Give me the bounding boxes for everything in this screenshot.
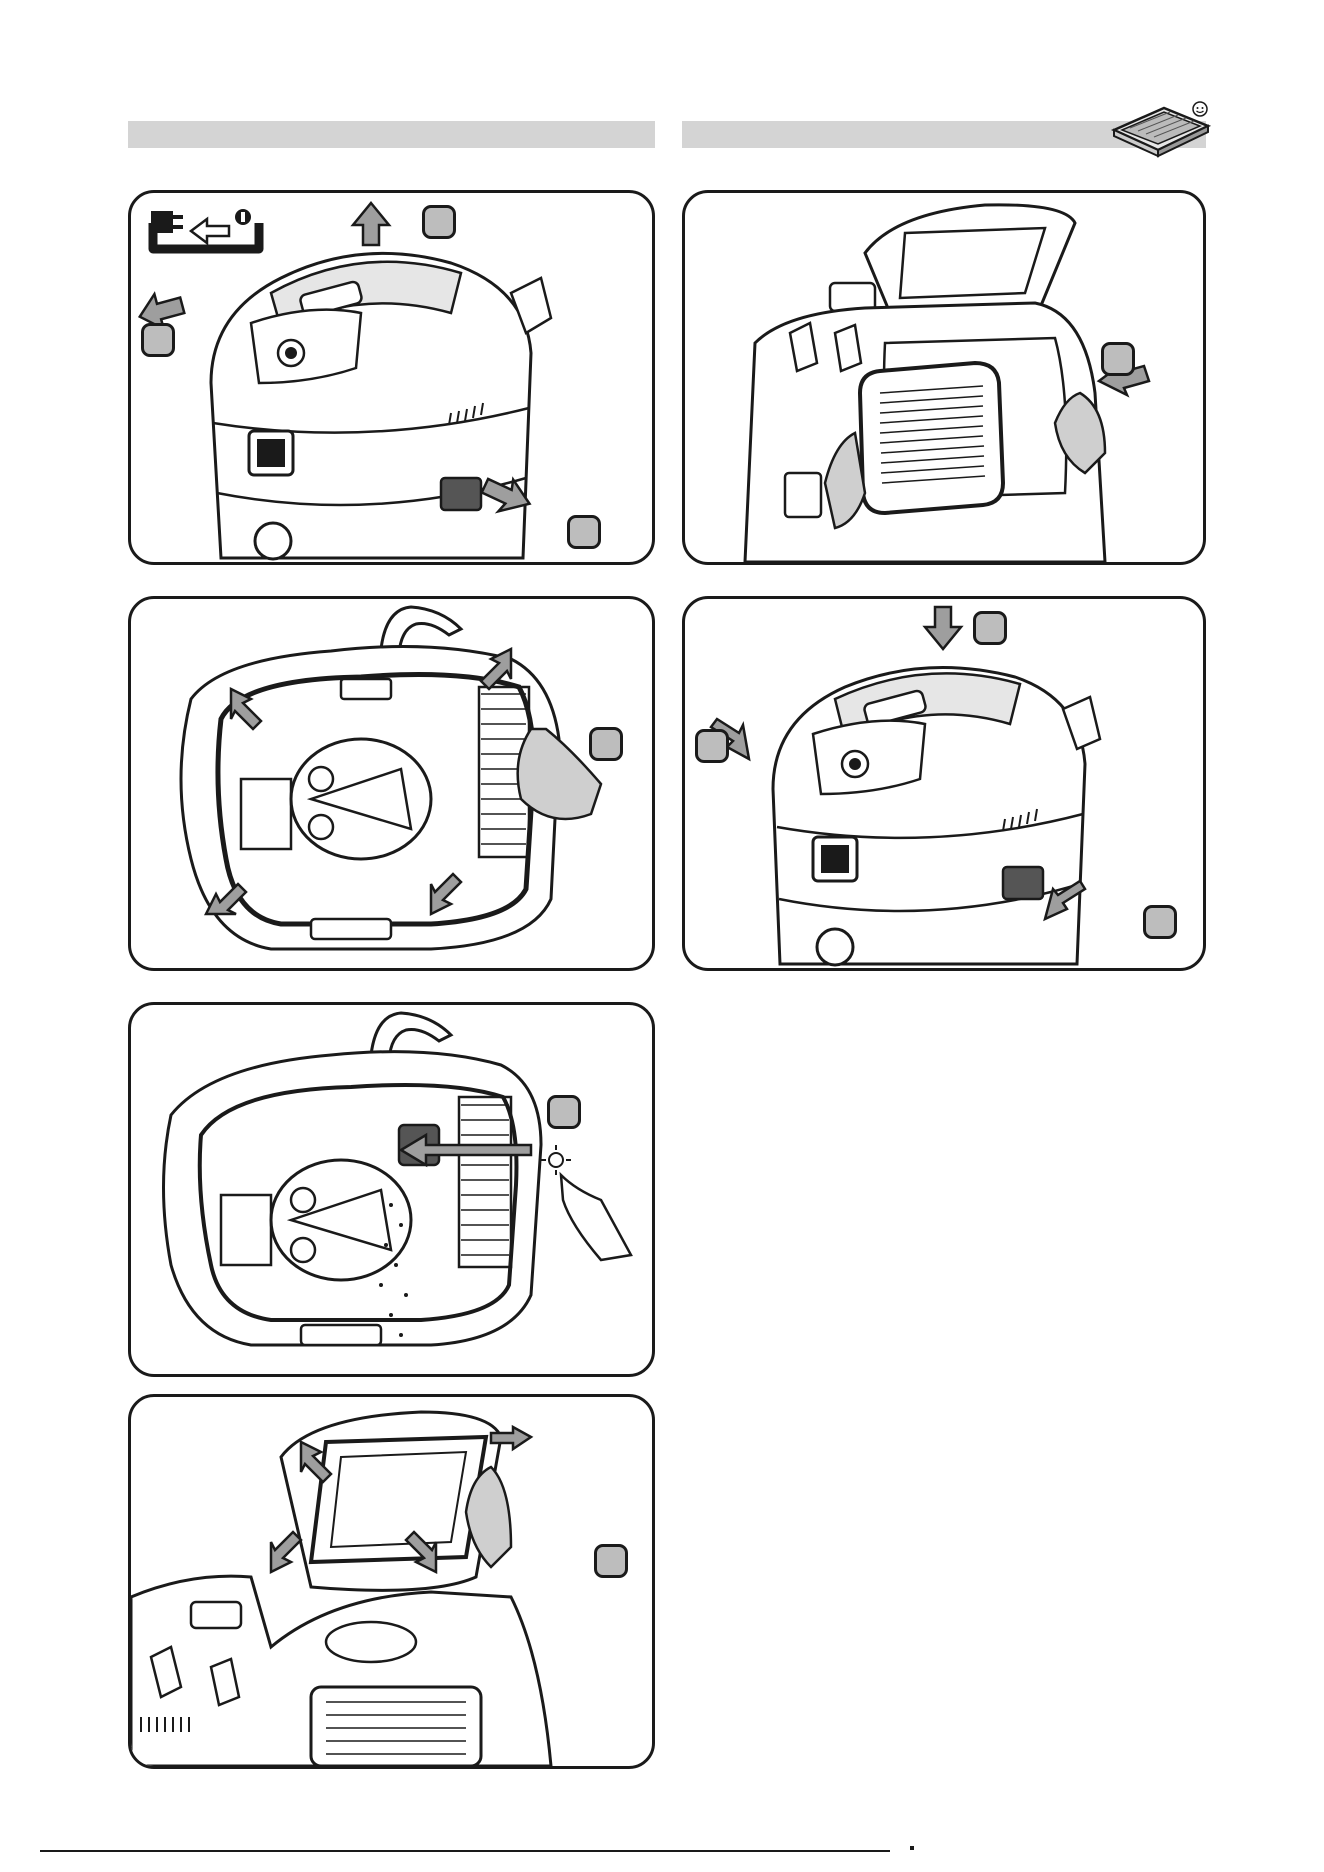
head-underside-seal-icon: [131, 599, 652, 968]
step-badge: [141, 323, 175, 357]
step-badge: [1101, 342, 1135, 376]
step-panel-2: [128, 596, 655, 971]
filter-insert-icon: [685, 193, 1203, 562]
vacuum-unlock-head-icon: [131, 193, 652, 562]
filter-cover-open-icon: [131, 1397, 652, 1766]
unplug-power-icon: [151, 209, 259, 249]
step-panel-3: [128, 1002, 655, 1377]
filter-cassette-icon: [1108, 100, 1212, 158]
step-badge: [1143, 905, 1177, 939]
vacuum-lock-head-icon: [685, 599, 1203, 968]
step-badge: [547, 1095, 581, 1129]
step-panel-5: [682, 190, 1206, 565]
filter-clean-button-icon: [131, 1005, 652, 1374]
left-section-header: [128, 121, 655, 148]
footer-rule: [40, 1850, 890, 1852]
step-panel-6: [682, 596, 1206, 971]
step-badge: [589, 727, 623, 761]
step-badge: [594, 1544, 628, 1578]
step-badge: [695, 729, 729, 763]
step-panel-1: [128, 190, 655, 565]
step-badge: [567, 515, 601, 549]
step-badge: [973, 611, 1007, 645]
step-panel-4: [128, 1394, 655, 1769]
footer-mark: [910, 1846, 914, 1850]
step-badge: [422, 205, 456, 239]
